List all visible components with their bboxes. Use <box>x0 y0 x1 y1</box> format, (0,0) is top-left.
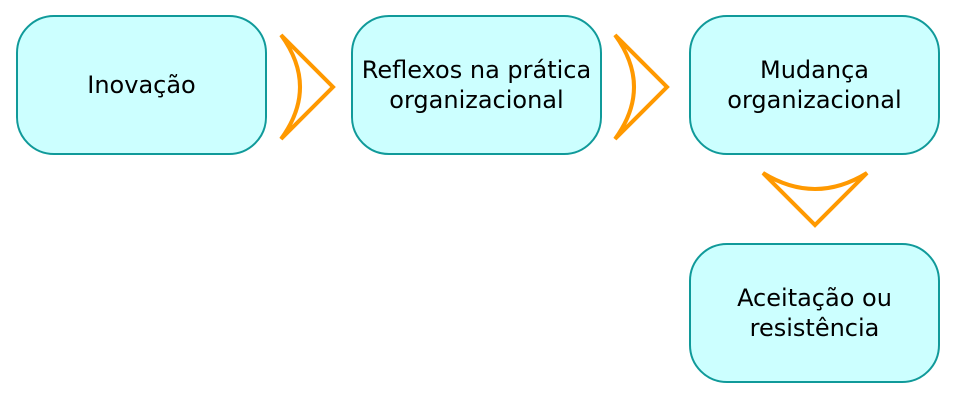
node-reflexos: Reflexos na prática organizacional <box>351 15 602 155</box>
node-label: Inovação <box>87 71 196 99</box>
node-label: Reflexos na prática organizacional <box>361 56 592 114</box>
node-label: Aceitação ou resistência <box>737 284 892 342</box>
arrow-right-icon <box>279 33 336 141</box>
arrow-down-icon <box>761 171 869 228</box>
arrow-right-icon <box>613 33 670 141</box>
node-mudanca: Mudança organizacional <box>689 15 940 155</box>
node-inovacao: Inovação <box>16 15 267 155</box>
node-label: Mudança organizacional <box>727 56 902 114</box>
node-aceitacao: Aceitação ou resistência <box>689 243 940 383</box>
